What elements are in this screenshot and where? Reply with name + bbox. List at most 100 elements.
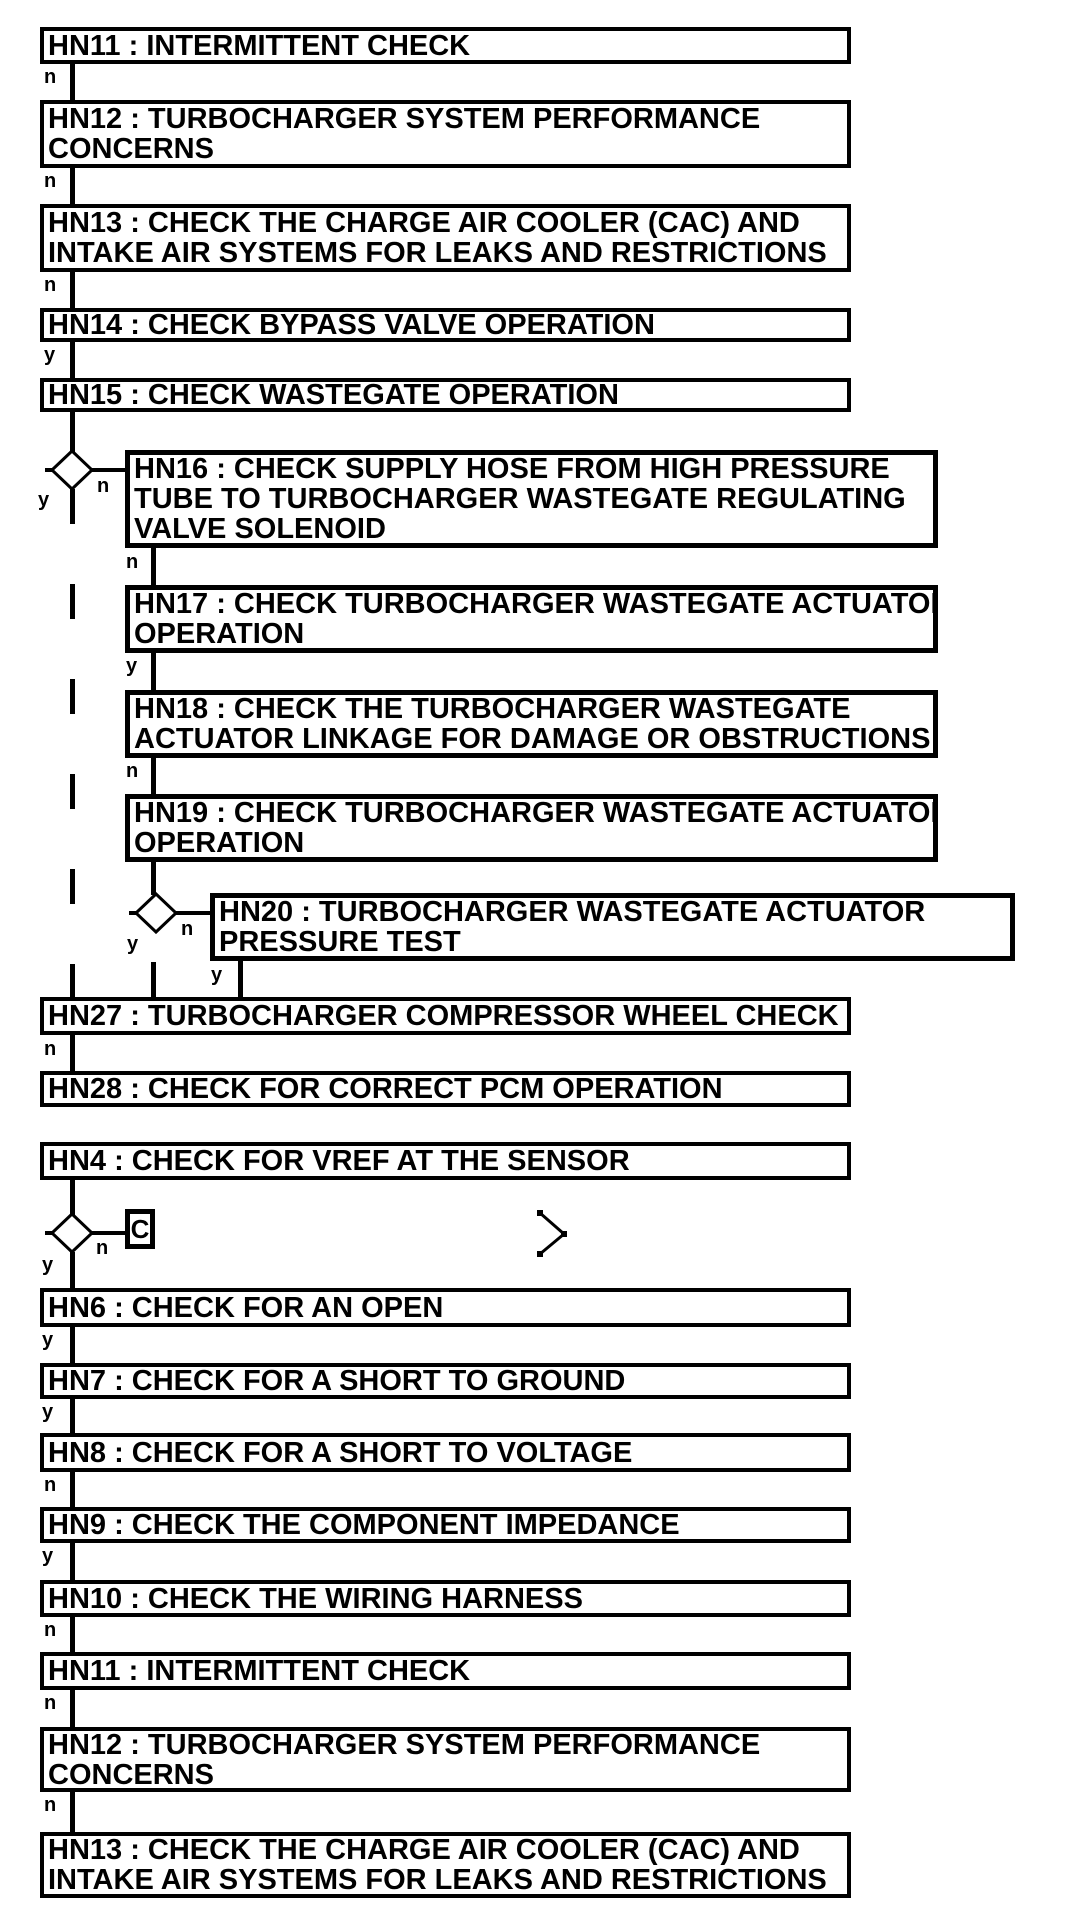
node-text-line: HN19 : CHECK TURBOCHARGER WASTEGATE ACTU…: [134, 797, 938, 829]
node-text-line: HN7 : CHECK FOR A SHORT TO GROUND: [48, 1365, 626, 1397]
connector-line: [70, 1399, 75, 1433]
branch-label-n: n: [126, 551, 139, 573]
flow-node-hn4: HN4 : CHECK FOR VREF AT THE SENSOR: [40, 1142, 851, 1180]
node-text-line: HN11 : INTERMITTENT CHECK: [48, 29, 471, 62]
connector-line: [70, 1472, 75, 1507]
node-text-line: HN6 : CHECK FOR AN OPEN: [48, 1291, 444, 1324]
node-text-line: PRESSURE TEST: [219, 926, 461, 958]
node-text-line: HN18 : CHECK THE TURBOCHARGER WASTEGATE: [134, 693, 851, 725]
chevron-end-dot: [537, 1251, 543, 1257]
node-text-line: VALVE SOLENOID: [134, 513, 386, 545]
branch-label-n: n: [44, 1794, 57, 1816]
flow-node-hn15: HN15 : CHECK WASTEGATE OPERATION: [40, 378, 851, 412]
branch-label-n: n: [44, 1692, 57, 1714]
flow-node-hn28: HN28 : CHECK FOR CORRECT PCM OPERATION: [40, 1071, 851, 1107]
node-text-line: HN13 : CHECK THE CHARGE AIR COOLER (CAC)…: [48, 1834, 800, 1866]
dashed-branch-line: [70, 489, 75, 997]
decision-diamond: [49, 448, 95, 492]
node-text-line: TUBE TO TURBOCHARGER WASTEGATE REGULATIN…: [134, 483, 906, 515]
flow-node-hn11b: HN11 : INTERMITTENT CHECK: [40, 1652, 851, 1690]
branch-label-y: y: [126, 655, 138, 677]
node-text-line: HN20 : TURBOCHARGER WASTEGATE ACTUATOR: [219, 896, 926, 928]
branch-label-y: y: [42, 1545, 54, 1567]
node-text-line: OPERATION: [134, 618, 305, 650]
node-text-line: HN11 : INTERMITTENT CHECK: [48, 1655, 471, 1687]
connector-line: [70, 1035, 75, 1071]
decision-diamond: [49, 1211, 95, 1255]
connector-line: [70, 342, 75, 378]
branch-label-y: y: [44, 344, 56, 366]
branch-label-y: y: [127, 933, 139, 955]
node-text-line: INTAKE AIR SYSTEMS FOR LEAKS AND RESTRIC…: [48, 1864, 827, 1896]
node-text-line: HN10 : CHECK THE WIRING HARNESS: [48, 1582, 583, 1615]
node-text-line: HN13 : CHECK THE CHARGE AIR COOLER (CAC)…: [48, 207, 800, 239]
connector-line: [90, 468, 125, 472]
branch-label-n: n: [44, 274, 57, 296]
node-text-line: HN27 : TURBOCHARGER COMPRESSOR WHEEL CHE…: [48, 1000, 839, 1032]
branch-label-n: n: [44, 1038, 57, 1060]
branch-label-n: n: [44, 1619, 57, 1641]
connector-line: [70, 64, 75, 100]
connector-line: [151, 548, 156, 585]
connector-line: [70, 168, 75, 204]
connector-line: [238, 961, 243, 997]
flow-node-hn13a: HN13 : CHECK THE CHARGE AIR COOLER (CAC)…: [40, 204, 851, 272]
node-text-line: HN15 : CHECK WASTEGATE OPERATION: [48, 379, 619, 411]
node-text-line: OPERATION: [134, 827, 305, 859]
connector-line: [174, 911, 210, 915]
branch-label-y: y: [38, 489, 50, 511]
flow-node-hn27: HN27 : TURBOCHARGER COMPRESSOR WHEEL CHE…: [40, 997, 851, 1035]
flow-node-hn6: HN6 : CHECK FOR AN OPEN: [40, 1288, 851, 1327]
node-text-line: HN12 : TURBOCHARGER SYSTEM PERFORMANCE: [48, 103, 761, 135]
off-page-connector-c: C: [125, 1209, 155, 1249]
flow-node-hn10: HN10 : CHECK THE WIRING HARNESS: [40, 1580, 851, 1617]
branch-label-y: y: [42, 1254, 54, 1276]
connector-line: [151, 862, 156, 895]
connector-line: [70, 272, 75, 308]
flow-node-hn17: HN17 : CHECK TURBOCHARGER WASTEGATE ACTU…: [125, 585, 938, 653]
flow-node-hn14: HN14 : CHECK BYPASS VALVE OPERATION: [40, 308, 851, 342]
branch-label-n: n: [44, 66, 57, 88]
node-text-line: HN16 : CHECK SUPPLY HOSE FROM HIGH PRESS…: [134, 453, 890, 485]
connector-line: [70, 1543, 75, 1580]
branch-label-n: n: [181, 918, 194, 940]
chevron-continuation-icon: [539, 1211, 567, 1256]
flow-node-hn9: HN9 : CHECK THE COMPONENT IMPEDANCE: [40, 1507, 851, 1543]
connector-line: [70, 1792, 75, 1832]
node-text-line: HN28 : CHECK FOR CORRECT PCM OPERATION: [48, 1073, 723, 1105]
flow-node-hn16: HN16 : CHECK SUPPLY HOSE FROM HIGH PRESS…: [125, 450, 938, 548]
chevron-end-dot: [561, 1231, 567, 1237]
connector-line: [70, 1690, 75, 1727]
flow-node-hn11a: HN11 : INTERMITTENT CHECK: [40, 27, 851, 64]
branch-label-y: y: [42, 1329, 54, 1351]
node-text-line: INTAKE AIR SYSTEMS FOR LEAKS AND RESTRIC…: [48, 237, 827, 269]
branch-label-y: y: [211, 964, 223, 986]
chevron-end-dot: [537, 1210, 543, 1216]
node-text-line: HN9 : CHECK THE COMPONENT IMPEDANCE: [48, 1509, 680, 1541]
connector-line: [70, 1617, 75, 1652]
decision-diamond: [133, 891, 179, 935]
flow-node-hn8: HN8 : CHECK FOR A SHORT TO VOLTAGE: [40, 1433, 851, 1472]
branch-label-n: n: [44, 1474, 57, 1496]
node-text-line: HN8 : CHECK FOR A SHORT TO VOLTAGE: [48, 1436, 633, 1469]
branch-label-n: n: [96, 1237, 109, 1259]
connector-line: [70, 1327, 75, 1363]
flow-node-hn19: HN19 : CHECK TURBOCHARGER WASTEGATE ACTU…: [125, 794, 938, 862]
flow-node-hn7: HN7 : CHECK FOR A SHORT TO GROUND: [40, 1363, 851, 1399]
node-text-line: CONCERNS: [48, 1758, 214, 1791]
diamond-left-tick: [45, 468, 54, 472]
flow-node-hn13b: HN13 : CHECK THE CHARGE AIR COOLER (CAC)…: [40, 1832, 851, 1898]
connector-line: [70, 412, 75, 452]
branch-label-n: n: [44, 170, 57, 192]
node-text-line: CONCERNS: [48, 133, 214, 165]
connector-line: [151, 653, 156, 690]
node-text-line: HN17 : CHECK TURBOCHARGER WASTEGATE ACTU…: [134, 588, 938, 620]
branch-label-n: n: [97, 475, 110, 497]
connector-line: [151, 758, 156, 794]
